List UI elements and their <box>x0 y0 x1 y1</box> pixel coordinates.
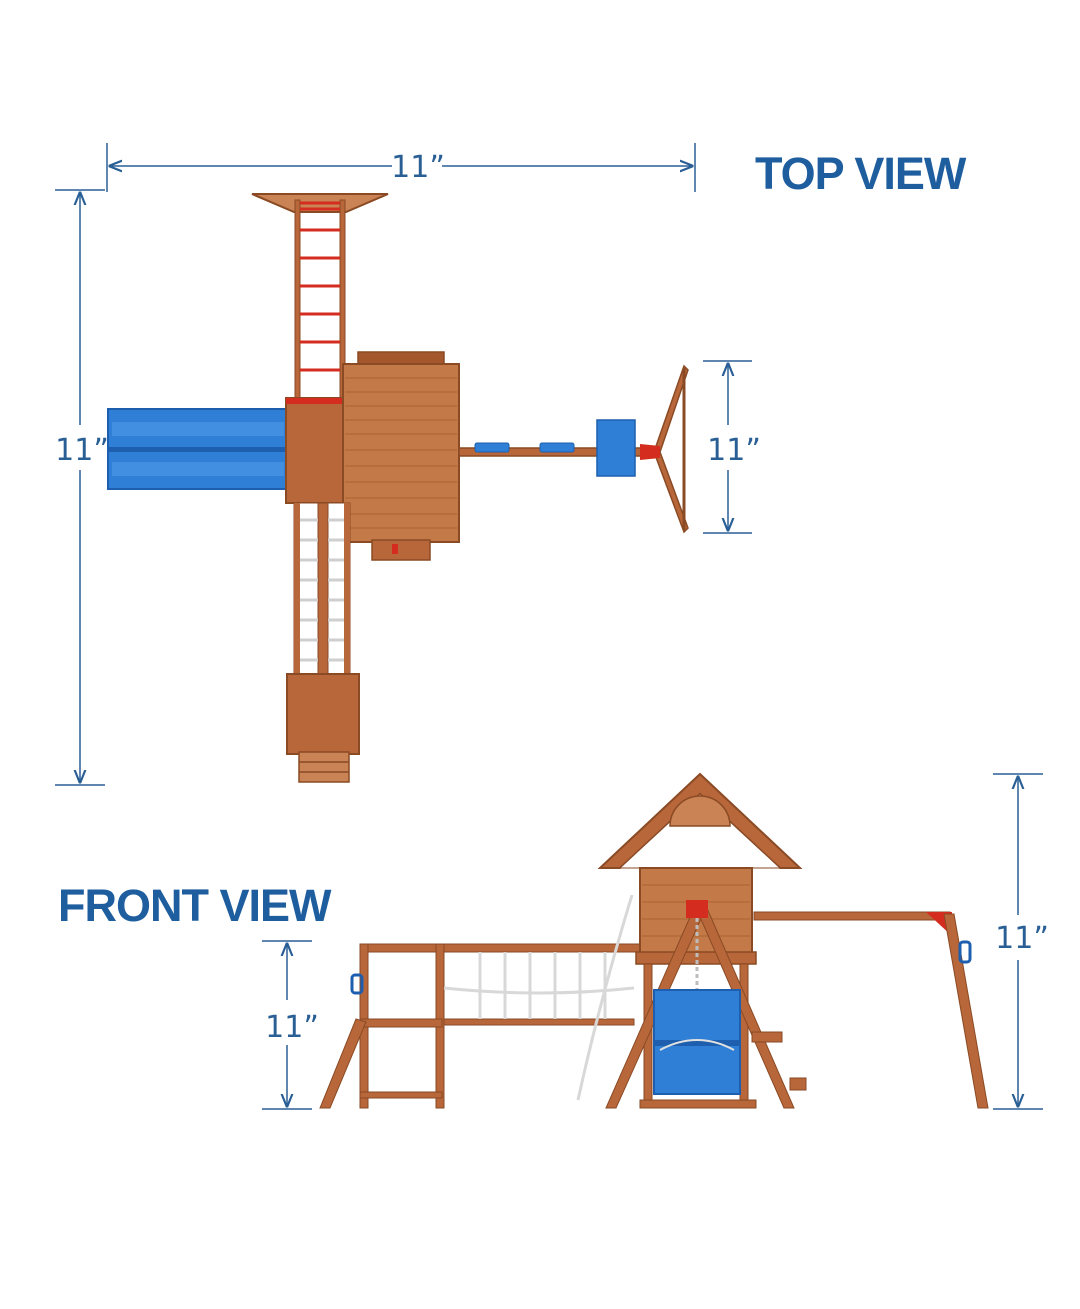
climbing-rope-front <box>576 894 634 1101</box>
top-view-title: TOP VIEW <box>755 148 966 199</box>
main-tower-front <box>597 772 803 1109</box>
clubhouse-roof-top <box>342 351 460 561</box>
rope-bridge-top <box>293 502 351 676</box>
front-view-playset <box>319 772 989 1109</box>
front-deck-height-dimension: 11” <box>262 940 319 1110</box>
double-slide-top <box>107 408 289 490</box>
top-depth-dimension: 11” <box>55 189 109 786</box>
front-deck-height-label: 11” <box>265 1010 319 1045</box>
top-width-dimension: 11” <box>106 143 696 192</box>
swing-beam-top <box>458 364 689 534</box>
swing-beam-front <box>751 911 989 1109</box>
top-view-playset <box>107 193 689 783</box>
rope-bridge-front <box>443 952 635 1026</box>
swing-width-dimension: 11” <box>703 360 761 534</box>
front-view-title: FRONT VIEW <box>58 880 331 931</box>
front-overall-height-label: 11” <box>995 921 1049 956</box>
monkey-bars-top <box>251 193 389 401</box>
swing-width-label: 11” <box>707 433 761 468</box>
front-overall-height-dimension: 11” <box>993 773 1049 1110</box>
top-width-label: 11” <box>391 150 445 185</box>
slide-deck-top <box>285 397 347 504</box>
top-depth-label: 11” <box>55 433 109 468</box>
lower-deck-top <box>286 673 360 783</box>
left-tower-front <box>319 943 641 1109</box>
